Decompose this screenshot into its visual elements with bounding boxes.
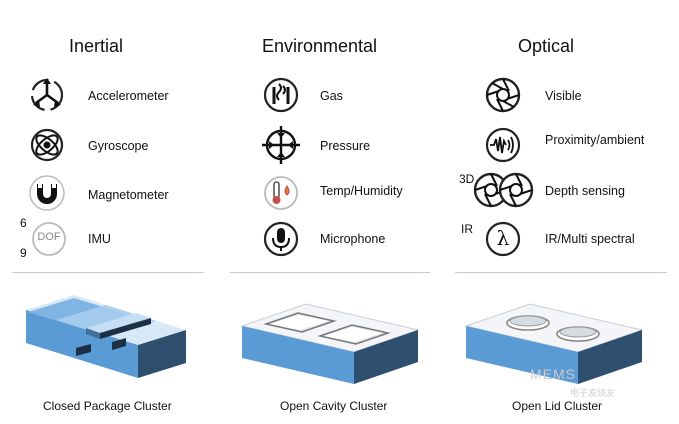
package-label-open-cavity: Open Cavity Cluster [280, 399, 388, 413]
dof-icon-text: DOF [37, 231, 61, 243]
closed-package-illustration [16, 290, 196, 395]
gas-icon [262, 76, 300, 114]
sensor-label-ir-multi-spectral: IR/Multi spectral [545, 232, 635, 246]
sensor-label-imu: IMU [88, 232, 111, 246]
open-cavity-package-illustration [236, 290, 426, 395]
watermark-text: MEMS [530, 366, 576, 382]
lambda-icon: λ [484, 220, 522, 258]
gyroscope-icon [28, 126, 66, 164]
column-title-inertial: Inertial [69, 36, 124, 56]
depth-prefix: 3D [459, 172, 475, 186]
sensor-label-pressure: Pressure [320, 139, 371, 153]
microphone-icon [262, 220, 300, 258]
column-title-optical: Optical [518, 36, 575, 56]
divider-inertial [12, 272, 204, 273]
sensor-label-depth-sensing: Depth sensing [545, 184, 625, 198]
dual-aperture-icon [472, 171, 536, 209]
aperture-icon [484, 76, 522, 114]
sensor-label-microphone: Microphone [320, 232, 386, 246]
proximity-icon [484, 126, 522, 164]
sensor-label-accelerometer: Accelerometer [88, 89, 169, 103]
magnetometer-icon [28, 174, 66, 212]
package-label-open-lid: Open Lid Cluster [512, 399, 603, 413]
sensor-label-gas: Gas [320, 89, 343, 103]
dof-prefix-bottom: 9 [20, 246, 27, 260]
sensor-label-gyroscope: Gyroscope [88, 139, 149, 153]
watermark-subtext: 电子发烧友 [570, 388, 616, 398]
pressure-icon [262, 126, 300, 164]
dof-icon: DOF [30, 220, 68, 258]
sensor-label-visible: Visible [545, 89, 582, 103]
thermometer-icon [262, 174, 300, 212]
divider-optical [455, 272, 667, 273]
column-title-environmental: Environmental [262, 36, 378, 56]
lambda-icon-text: λ [496, 226, 510, 250]
package-label-closed: Closed Package Cluster [43, 399, 172, 413]
accelerometer-icon [28, 76, 66, 114]
sensor-label-temp-humidity: Temp/Humidity [320, 184, 403, 198]
sensor-label-proximity-ambient: Proximity/ambient [545, 133, 645, 147]
open-lid-package-illustration [460, 290, 650, 395]
divider-environmental [230, 272, 430, 273]
dof-prefix-top: 6 [20, 216, 27, 230]
sensor-label-magnetometer: Magnetometer [88, 188, 169, 202]
ir-prefix: IR [461, 222, 473, 236]
